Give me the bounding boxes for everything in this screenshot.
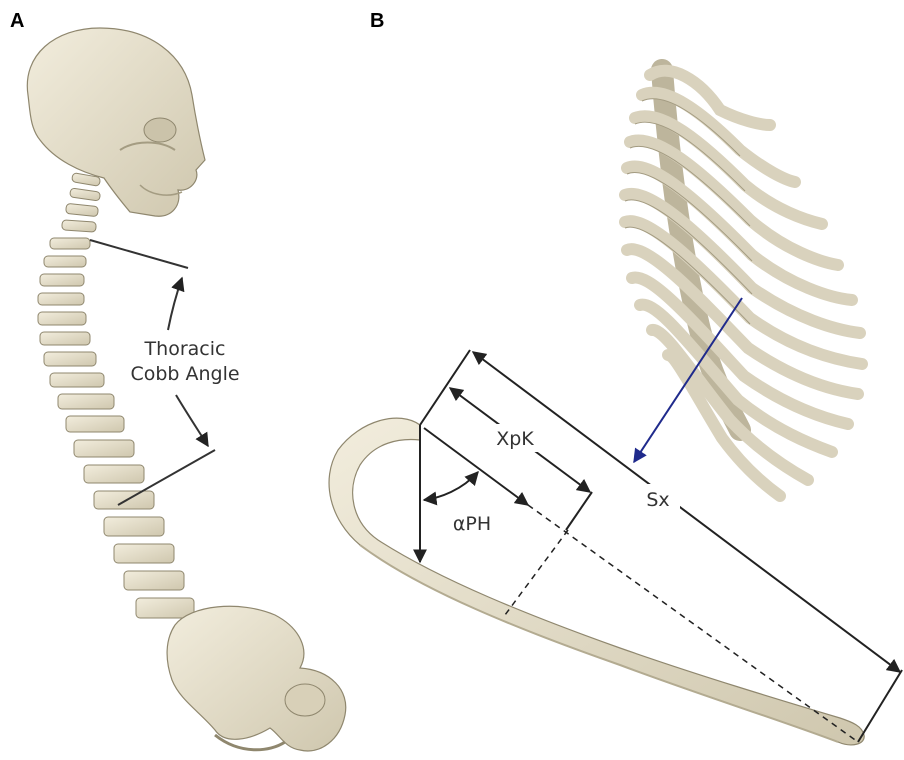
xpk-extension-right bbox=[566, 492, 592, 530]
cobb-label-line2: Cobb Angle bbox=[130, 363, 239, 385]
pelvis-illustration bbox=[167, 606, 346, 751]
cobb-upper-line bbox=[90, 240, 188, 268]
aph-label: αPH bbox=[453, 513, 491, 535]
skull-illustration bbox=[27, 28, 205, 216]
sx-extension-left bbox=[420, 350, 470, 425]
cobb-label-line1: Thoracic bbox=[144, 338, 226, 360]
rib-measurements bbox=[420, 350, 902, 742]
cobb-lower-arrow bbox=[176, 395, 208, 446]
chord-dashed-line bbox=[528, 505, 858, 742]
panel-b-ribcage bbox=[625, 70, 862, 496]
spine-illustration bbox=[38, 173, 194, 618]
aph-angle-arc bbox=[424, 472, 478, 500]
cobb-upper-arrow bbox=[168, 278, 182, 330]
sx-extension-right bbox=[858, 670, 902, 742]
panel-a-skeleton bbox=[27, 28, 345, 751]
xpk-dashed-drop bbox=[505, 530, 568, 615]
xpk-label: XpK bbox=[496, 428, 534, 450]
sx-label: Sx bbox=[646, 489, 669, 511]
